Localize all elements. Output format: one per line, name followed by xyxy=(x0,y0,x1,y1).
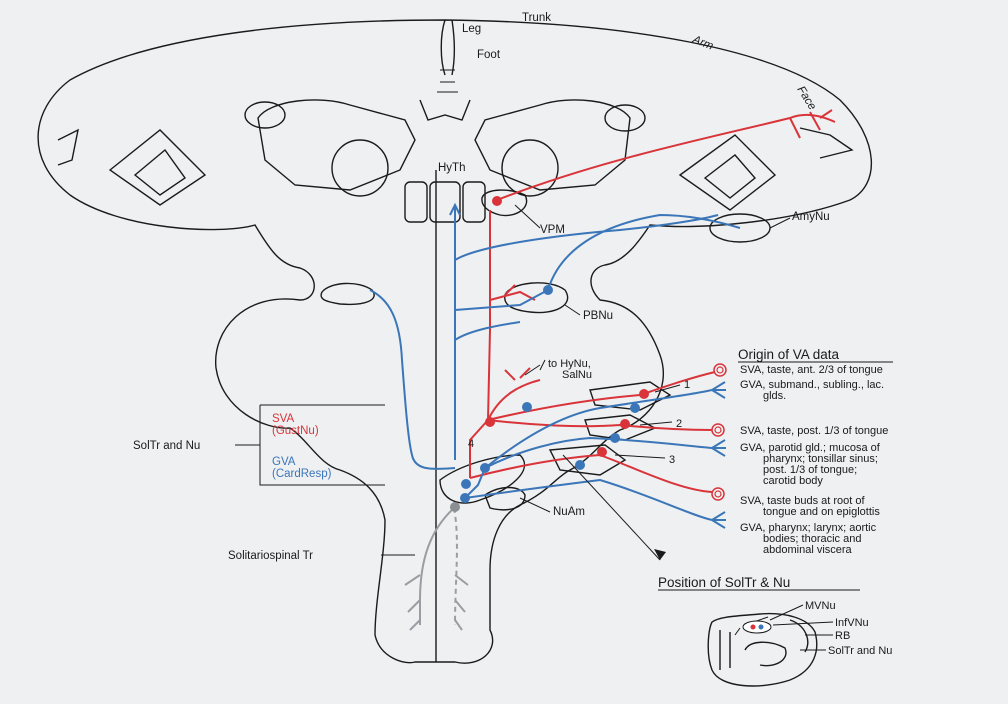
origin-entry-5b: tongue and on epiglottis xyxy=(763,506,880,518)
origin-entry-5a: SVA, taste buds at root of xyxy=(740,495,865,507)
label-num-2: 2 xyxy=(676,418,682,430)
position-rb: RB xyxy=(835,630,850,642)
legend-sva: SVA xyxy=(272,413,294,425)
blue-neuron-ganglion-3 xyxy=(575,460,585,470)
position-mvnu: MVNu xyxy=(805,600,836,612)
legend-soltr-label: SolTr and Nu xyxy=(133,440,200,452)
brain-labels: Trunk Leg Foot Arm Face HyTh VPM AmyNu P… xyxy=(228,12,830,562)
origin-entry-2a: GVA, submand., subling., lac. xyxy=(740,379,884,391)
red-neuron-vpm xyxy=(492,196,502,206)
legend-gustnu: (GustNu) xyxy=(272,425,319,437)
gray-neuron-solitariospinal xyxy=(450,502,460,512)
origin-entry-6a: GVA, pharynx; larynx; aortic xyxy=(740,522,877,534)
blue-neuron-solitary-3 xyxy=(461,479,471,489)
sva-pathways xyxy=(469,109,836,493)
label-solitariospinal: Solitariospinal Tr xyxy=(228,550,313,562)
label-vpm: VPM xyxy=(540,224,565,236)
blue-tract-pbnu-branch xyxy=(454,214,719,261)
label-num-4: 4 xyxy=(468,438,474,450)
label-pbnu: PBNu xyxy=(583,310,613,322)
origin-entry-2b: glds. xyxy=(763,390,786,402)
origin-entry-4b: pharynx; tonsillar sinus; xyxy=(763,453,878,465)
blue-neuron-solitary-4 xyxy=(460,493,470,503)
red-neuron-ganglion-1 xyxy=(639,389,649,399)
label-leg: Leg xyxy=(462,23,481,35)
red-neuron-ganglion-2 xyxy=(620,419,630,429)
origin-entry-4c: post. 1/3 of tongue; xyxy=(763,464,857,476)
red-tract-vpm-down xyxy=(487,210,491,421)
blue-neuron-ganglion-2 xyxy=(610,433,620,443)
origin-title: Origin of VA data xyxy=(738,347,840,362)
origin-entry-6c: abdominal viscera xyxy=(763,544,853,556)
cell-bodies xyxy=(450,196,649,512)
legend-box: SolTr and Nu SVA (GustNu) GVA (CardResp) xyxy=(133,413,332,480)
label-hynu-2: SalNu xyxy=(562,369,592,381)
brain-outline xyxy=(37,19,872,664)
origin-entry-6b: bodies; thoracic and xyxy=(763,533,861,545)
origin-entry-3: SVA, taste, post. 1/3 of tongue xyxy=(740,425,888,437)
label-hynu-1: to HyNu, xyxy=(548,358,591,370)
blue-tract-amygdala xyxy=(547,213,741,291)
position-inset xyxy=(707,604,834,687)
position-title: Position of SolTr & Nu xyxy=(658,575,790,590)
label-foot: Foot xyxy=(477,49,501,61)
origin-panel: Origin of VA data SVA, taste, ant. 2/3 o… xyxy=(738,347,893,556)
blue-neuron-solitary-1 xyxy=(522,402,532,412)
origin-entry-1: SVA, taste, ant. 2/3 of tongue xyxy=(740,364,883,376)
legend-gva: GVA xyxy=(272,456,296,468)
gva-pathways xyxy=(369,202,741,521)
blue-neuron-ganglion-1 xyxy=(630,403,640,413)
position-soltr: SolTr and Nu xyxy=(828,645,892,657)
position-labels: Position of SolTr & Nu MVNu InfVNu RB So… xyxy=(658,575,892,657)
solitariospinal-tract xyxy=(404,507,469,631)
label-hyth: HyTh xyxy=(438,162,465,174)
origin-entry-4a: GVA, parotid gld.; mucosa of xyxy=(740,442,881,454)
label-amynu: AmyNu xyxy=(792,211,830,223)
position-infvnu: InfVNu xyxy=(835,617,869,629)
origin-entry-4d: carotid body xyxy=(763,475,823,487)
leader-lines xyxy=(235,204,791,636)
blue-tract-cerebellar xyxy=(369,289,456,470)
blue-neuron-pbnu xyxy=(543,285,553,295)
label-trunk: Trunk xyxy=(522,12,551,24)
blue-neuron-solitary-2 xyxy=(480,463,490,473)
legend-cardresp: (CardResp) xyxy=(272,468,332,480)
label-arm: Arm xyxy=(690,33,715,53)
red-neuron-solitary xyxy=(485,417,495,427)
label-num-1: 1 xyxy=(684,379,690,391)
red-tract-cortex xyxy=(496,113,836,201)
label-face: Face xyxy=(794,84,818,112)
label-num-3: 3 xyxy=(669,454,675,466)
label-nuam: NuAm xyxy=(553,506,585,518)
peripheral-endings xyxy=(711,363,727,529)
red-neuron-ganglion-3 xyxy=(597,447,607,457)
